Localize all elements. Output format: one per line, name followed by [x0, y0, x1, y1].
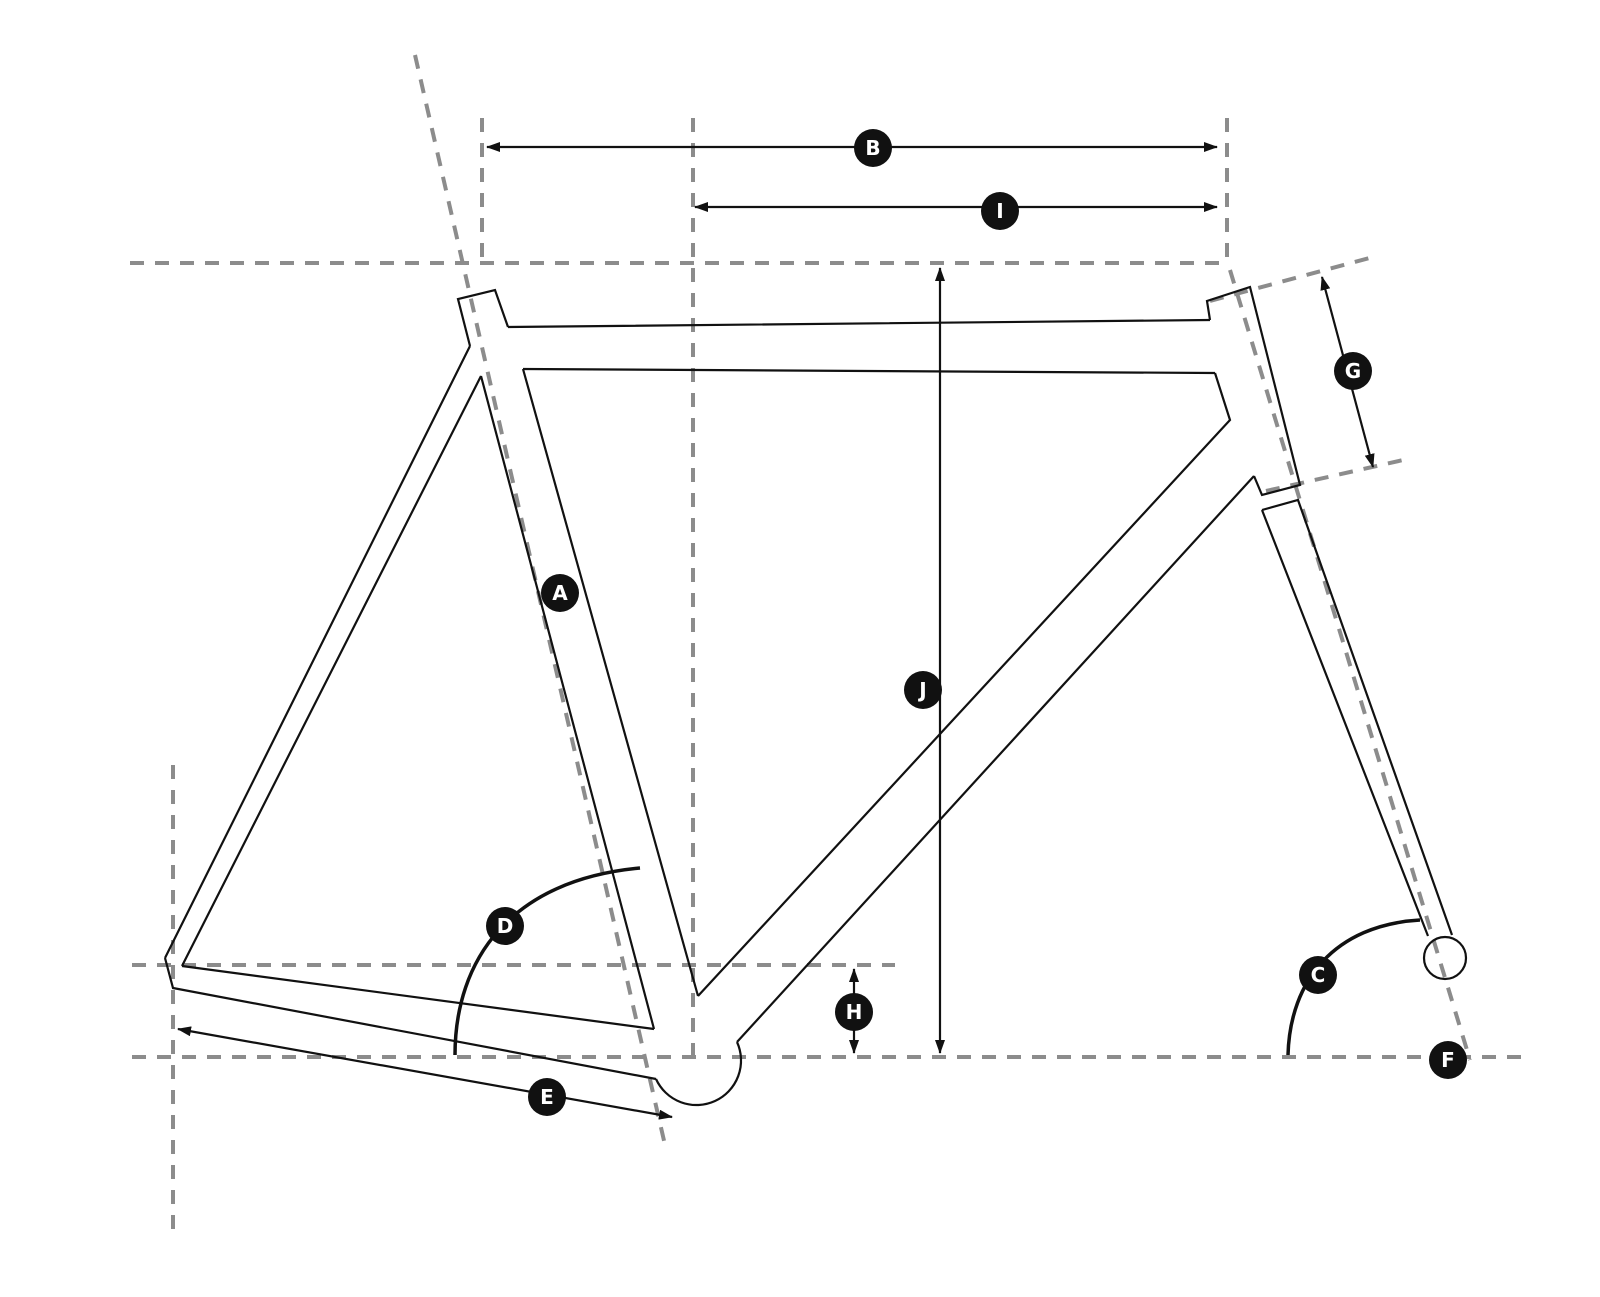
head-tube — [1205, 285, 1302, 497]
head-tube-top-perpendicular — [1209, 255, 1374, 303]
dimension-badges: A B C D E F G H — [486, 129, 1467, 1116]
badge-A: A — [541, 574, 579, 612]
badge-G: G — [1334, 352, 1372, 390]
badge-F: F — [1429, 1041, 1467, 1079]
badge-D: D — [486, 907, 524, 945]
seat-tube — [479, 368, 700, 1030]
front-dropout — [1422, 935, 1468, 981]
fork — [1260, 498, 1454, 937]
badge-D-label: D — [497, 914, 514, 938]
bike-frame — [163, 285, 1468, 1107]
badge-E: E — [528, 1078, 566, 1116]
badge-F-label: F — [1441, 1048, 1455, 1072]
badge-H-label: H — [846, 1000, 863, 1024]
badge-C-label: C — [1311, 963, 1326, 987]
bottom-bracket-shell — [655, 1041, 743, 1107]
dimension-arrow-E — [177, 1026, 673, 1120]
badge-I-label: I — [996, 199, 1003, 223]
seat-angle-arc-D — [453, 866, 641, 1056]
steering-axis — [1228, 269, 1472, 1061]
badge-B-label: B — [865, 136, 880, 160]
badge-G-label: G — [1345, 359, 1361, 383]
chain-stay — [163, 957, 657, 1081]
down-tube — [697, 372, 1255, 1043]
badge-J-label: J — [917, 678, 926, 702]
seat-stay — [164, 345, 482, 967]
dimension-lines — [177, 142, 1375, 1120]
badge-B: B — [854, 129, 892, 167]
top-tube — [507, 318, 1216, 375]
badge-J: J — [904, 671, 942, 709]
badge-C: C — [1299, 956, 1337, 994]
seat-tube-cap — [456, 288, 510, 347]
badge-H: H — [835, 993, 873, 1031]
badge-E-label: E — [540, 1085, 554, 1109]
badge-I: I — [981, 192, 1019, 230]
badge-A-label: A — [552, 581, 568, 605]
angle-arcs — [453, 866, 1421, 1056]
